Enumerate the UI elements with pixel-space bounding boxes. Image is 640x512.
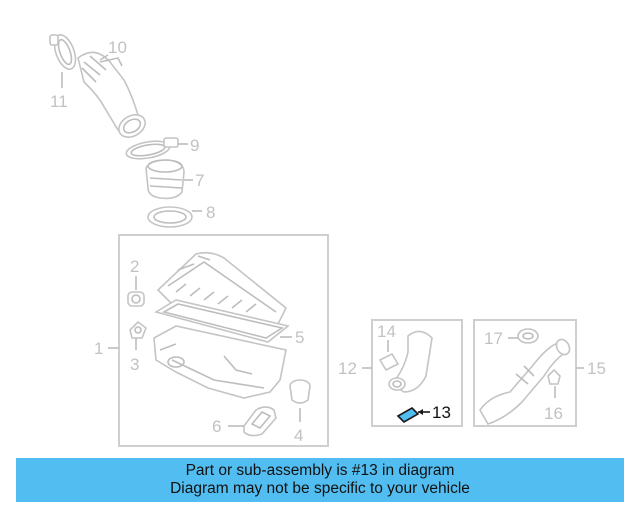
intake-duct-group [49, 34, 202, 228]
callout-labels: 10 11 9 7 8 2 1 3 5 6 4 12 14 13 17 15 1… [50, 38, 606, 445]
callout-2: 2 [130, 257, 139, 276]
banner-line-2: Diagram may not be specific to your vehi… [170, 480, 470, 497]
callout-1: 1 [94, 339, 103, 358]
intake-duct-10-drawing [77, 51, 146, 138]
callout-4: 4 [294, 426, 303, 445]
resonator-frame [371, 319, 463, 427]
callout-12: 12 [338, 359, 357, 378]
callout-10: 10 [108, 38, 127, 57]
callout-13: 13 [432, 403, 451, 422]
filter-5-drawing [153, 299, 290, 343]
lower-housing-drawing [153, 325, 287, 399]
part-2-drawing [127, 291, 145, 307]
callout-15: 15 [587, 359, 606, 378]
part-14-drawing [378, 352, 400, 372]
callout-9: 9 [190, 136, 199, 155]
clamp-11-drawing [49, 34, 77, 70]
hose-12-drawing [388, 330, 433, 393]
part-13-highlight [396, 407, 430, 423]
callout-11: 11 [50, 92, 68, 111]
parts-diagram: 10 11 9 7 8 2 1 3 5 6 4 12 14 13 17 15 1… [49, 34, 606, 447]
banner-line-1: Part or sub-assembly is #13 in diagram [185, 462, 455, 479]
duct-15-drawing [479, 338, 571, 425]
part-16-drawing [547, 368, 561, 385]
callout-8: 8 [206, 203, 215, 222]
callout-3: 3 [130, 355, 139, 374]
sensor-housing-7-drawing [145, 159, 185, 200]
part-4-drawing [289, 379, 311, 404]
callout-14: 14 [377, 322, 396, 341]
inlet-duct-frame [473, 319, 577, 427]
air-cleaner-frame [118, 234, 329, 447]
info-banner: Part or sub-assembly is #13 in diagram D… [16, 458, 624, 502]
part-17-drawing [517, 328, 539, 344]
callout-16: 16 [544, 404, 563, 423]
inlet-duct-group [473, 319, 584, 427]
callout-7: 7 [195, 171, 204, 190]
part-3-drawing [129, 320, 147, 339]
gasket-8-drawing [147, 206, 193, 228]
callout-5: 5 [295, 328, 304, 347]
air-cleaner-group [108, 234, 329, 447]
callout-6: 6 [212, 417, 221, 436]
leader-10 [99, 54, 109, 61]
callout-17: 17 [484, 329, 503, 348]
resonator-group [362, 319, 463, 427]
clamp-9-drawing [125, 137, 179, 160]
part-6-drawing [243, 406, 277, 437]
